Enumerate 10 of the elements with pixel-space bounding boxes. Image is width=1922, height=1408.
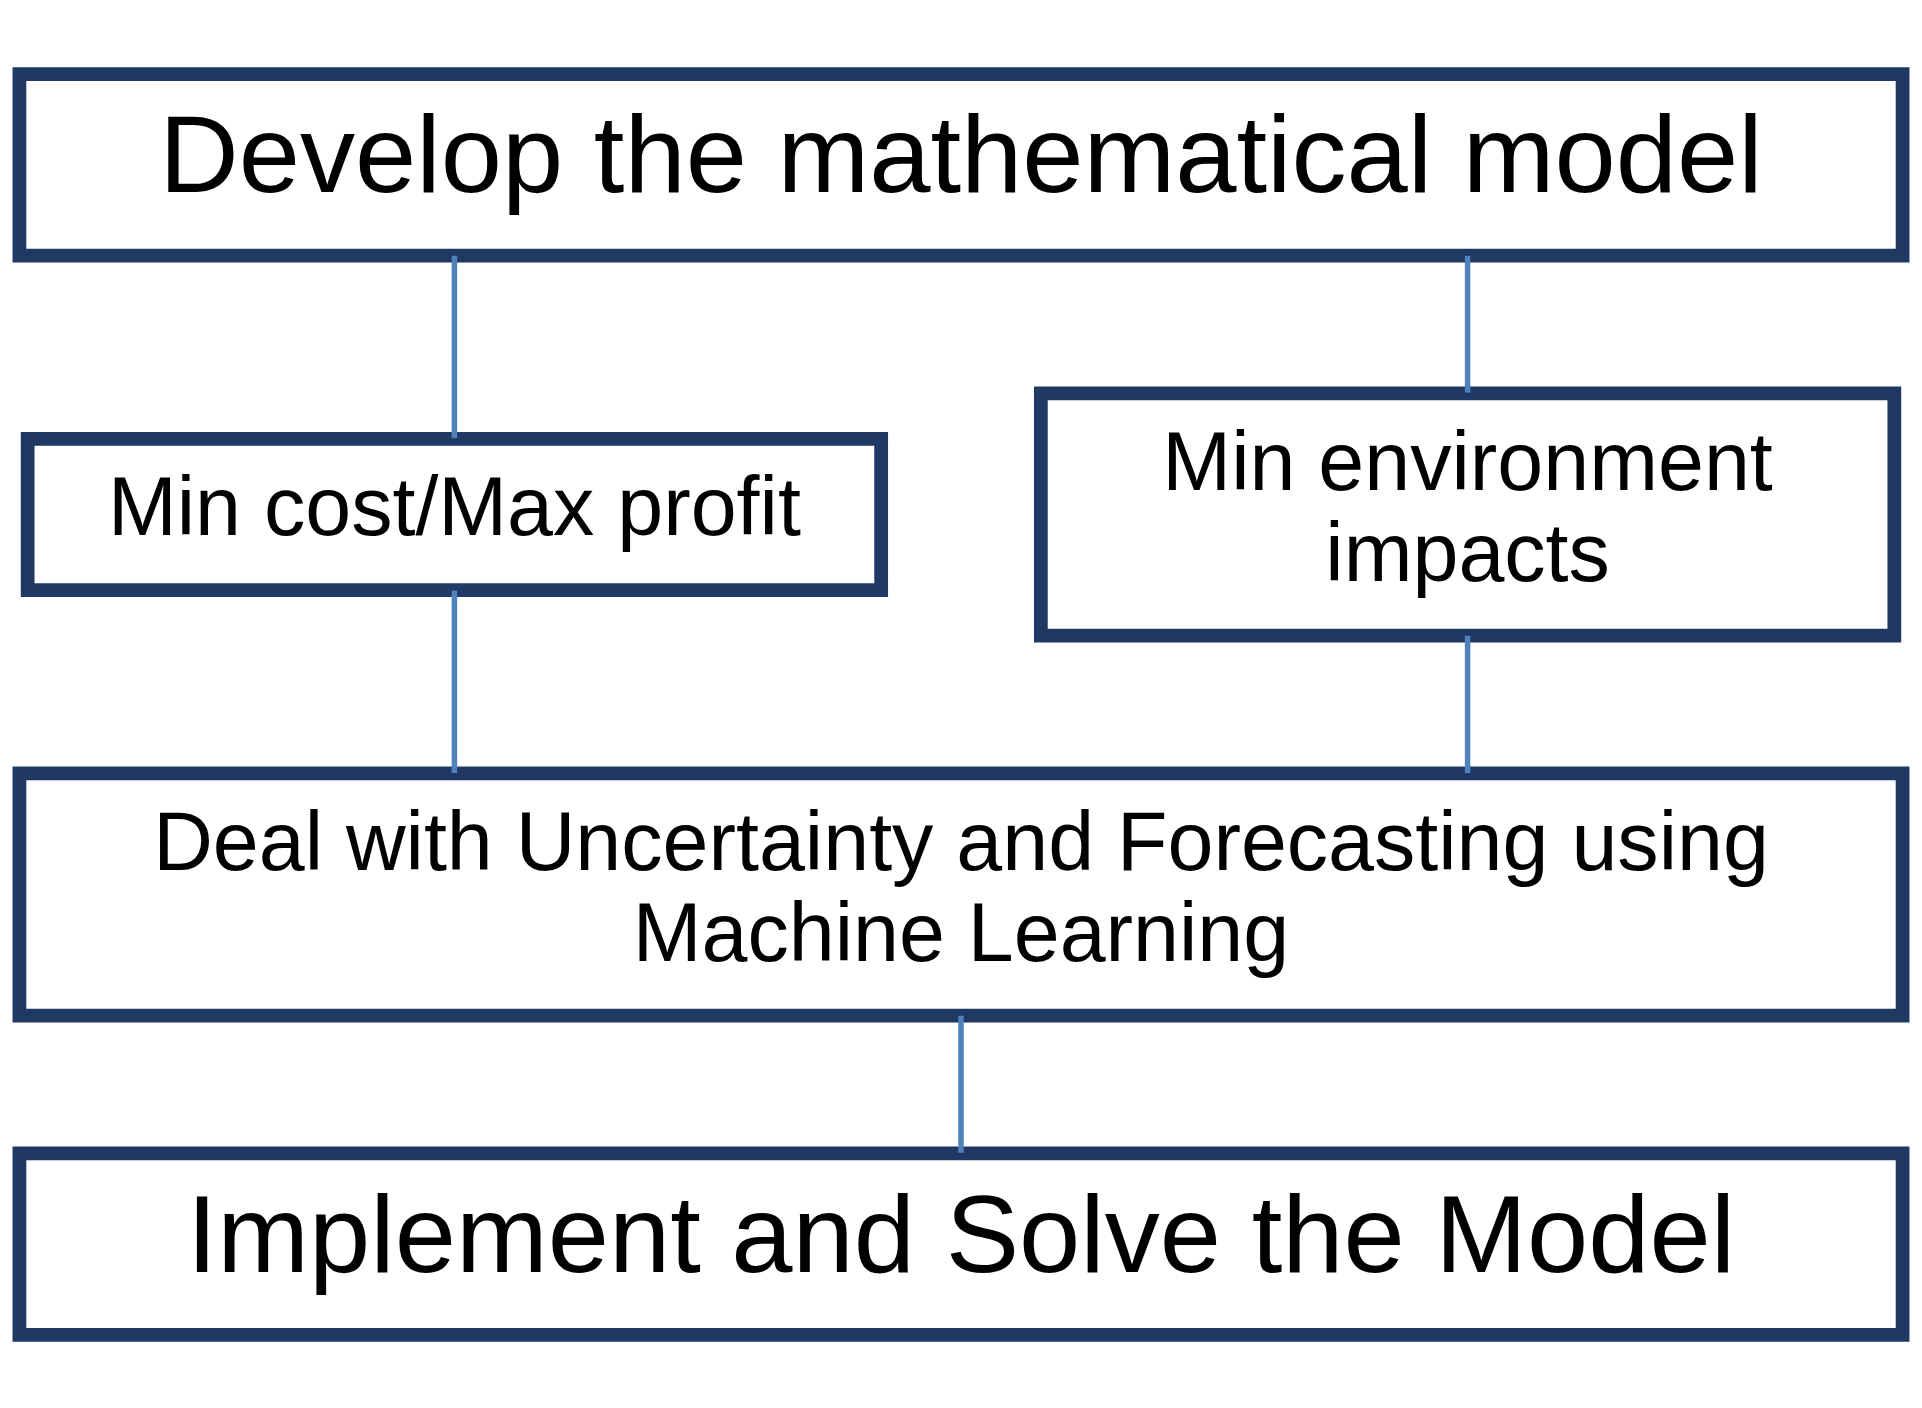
node-box: Develop the mathematical model — [12, 66, 1910, 263]
node-box: Min environment impacts — [1033, 386, 1902, 643]
node-box: Min cost/Max profit — [20, 431, 889, 597]
connector — [1464, 635, 1471, 773]
connector — [451, 590, 458, 773]
connector — [451, 255, 458, 438]
connector — [1464, 255, 1471, 392]
connector — [958, 1015, 964, 1153]
node-box: Implement and Solve the Model — [12, 1145, 1910, 1342]
node-box: Deal with Uncertainty and Forecasting using Machine Learning — [12, 765, 1910, 1022]
